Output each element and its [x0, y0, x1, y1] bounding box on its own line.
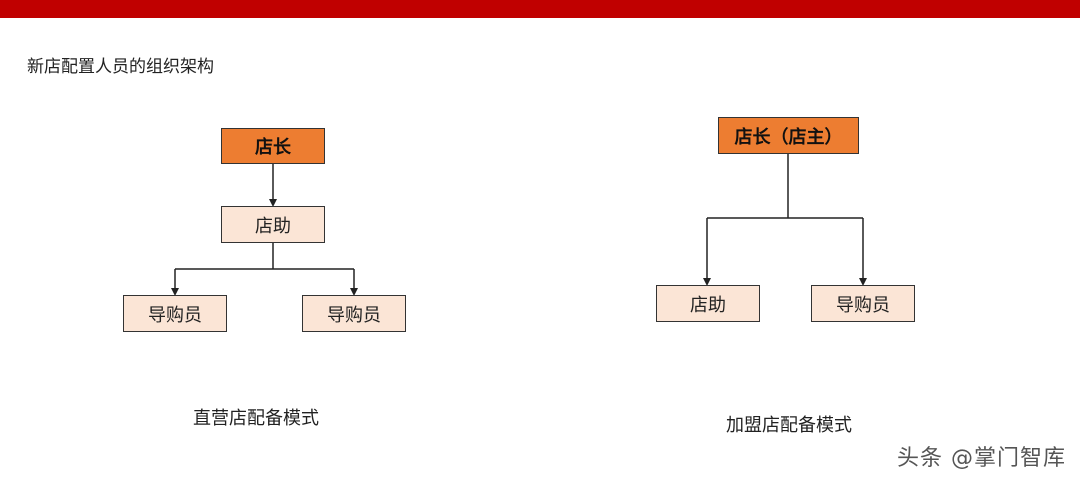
franchise-sales-box: 导购员 — [811, 285, 915, 322]
sales-staff-box-2: 导购员 — [302, 295, 406, 332]
store-manager-box: 店长 — [221, 128, 325, 164]
owner-manager-box: 店长（店主） — [718, 117, 859, 154]
page-title: 新店配置人员的组织架构 — [27, 57, 214, 77]
franchise-store-caption: 加盟店配备模式 — [726, 415, 852, 436]
franchise-assistant-box: 店助 — [656, 285, 760, 322]
top-accent-bar — [0, 0, 1080, 18]
direct-store-caption: 直营店配备模式 — [193, 408, 319, 429]
watermark: 头条 @掌门智库 — [897, 446, 1066, 471]
store-assistant-box: 店助 — [221, 206, 325, 243]
sales-staff-box-1: 导购员 — [123, 295, 227, 332]
